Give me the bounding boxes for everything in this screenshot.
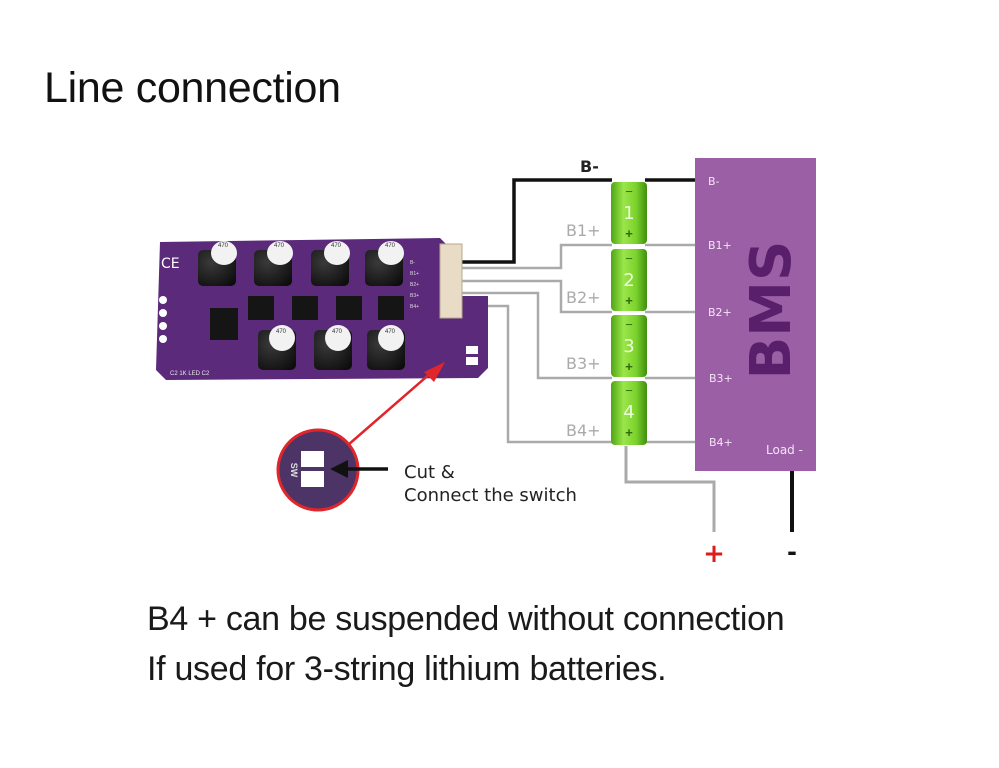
- bms-pin-b2: B2+: [708, 306, 732, 319]
- board-pin-label: B1+: [410, 271, 419, 277]
- tap-label-b4: B4+: [566, 421, 601, 440]
- bms-module: B- B1+ B2+ B3+ B4+ Load - BMS: [695, 158, 816, 471]
- capacitor: 470: [258, 325, 296, 370]
- wire-b2: [462, 279, 612, 314]
- pcb-board: CE 470 470 470 470 470 470 470 B- B1+ B2…: [156, 238, 488, 380]
- page-title: Line connection: [44, 64, 341, 112]
- wire-b3: [462, 291, 612, 380]
- wire-b1: [462, 243, 612, 270]
- board-pin-label: B2+: [410, 282, 419, 288]
- ic-chip: [248, 296, 274, 320]
- board-pin-label: B3+: [410, 293, 419, 299]
- svg-text:470: 470: [276, 329, 287, 335]
- cell-plus-sign: +: [625, 293, 633, 308]
- cell-number: 3: [623, 336, 634, 357]
- output-minus-sign: -: [787, 538, 797, 566]
- battery-cell-1: − 1 +: [611, 182, 647, 244]
- switch-zoom-callout: SW: [276, 428, 360, 512]
- svg-text:470: 470: [385, 243, 396, 249]
- cell-minus-sign: −: [625, 317, 633, 332]
- battery-cell-4: − 4 +: [611, 381, 647, 445]
- battery-stack: − 1 + − 2 + − 3 + − 4 +: [611, 182, 647, 445]
- ic-chip: [336, 296, 362, 320]
- wire-connector: [439, 243, 463, 319]
- board-bottom-silkscreen: C2 1K LED C2: [170, 371, 210, 377]
- callout-red-line: [347, 371, 433, 446]
- bms-load-label: Load -: [766, 443, 803, 457]
- cell-number: 4: [623, 402, 634, 423]
- cell-minus-sign: −: [625, 184, 633, 199]
- battery-cell-3: − 3 +: [611, 315, 647, 377]
- switch-pad: [466, 346, 478, 354]
- test-pads: [159, 296, 167, 343]
- bms-pin-b1: B1+: [708, 239, 732, 252]
- cell-plus-sign: +: [625, 359, 633, 374]
- cell-plus-sign: +: [625, 425, 633, 440]
- capacitor: 470: [314, 325, 352, 370]
- cell-number: 1: [623, 203, 634, 224]
- svg-text:470: 470: [332, 329, 343, 335]
- ce-mark: CE: [161, 256, 180, 272]
- capacitor: 470: [311, 241, 350, 286]
- ic-chip: [378, 296, 404, 320]
- callout-line-2: Connect the switch: [404, 485, 577, 506]
- battery-cell-2: − 2 +: [611, 249, 647, 311]
- callout-line-1: Cut &: [404, 462, 455, 483]
- tap-label-b3: B3+: [566, 354, 601, 373]
- svg-text:470: 470: [331, 243, 342, 249]
- bms-pin-b3: B3+: [709, 372, 733, 385]
- capacitor: 470: [198, 241, 237, 286]
- cell-minus-sign: −: [625, 251, 633, 266]
- callout-black-arrowhead: [330, 460, 348, 478]
- svg-text:470: 470: [385, 329, 396, 335]
- switch-pad: [466, 357, 478, 365]
- capacitor: 470: [254, 241, 293, 286]
- callout-arrowhead: [424, 362, 445, 382]
- cell-plus-sign: +: [625, 226, 633, 241]
- board-pin-label: B-: [410, 260, 415, 266]
- note-line-2: If used for 3-string lithium batteries.: [147, 650, 667, 688]
- bms-pin-b4: B4+: [709, 436, 733, 449]
- note-line-1: B4 + can be suspended without connection: [147, 600, 785, 638]
- tap-label-b2: B2+: [566, 288, 601, 307]
- cell-minus-sign: −: [625, 383, 633, 398]
- ic-chip: [210, 308, 238, 340]
- capacitor: 470: [365, 241, 404, 286]
- top-wire-label: B-: [580, 157, 599, 176]
- zoom-switch-label: SW: [289, 463, 299, 478]
- bms-label: BMS: [739, 241, 804, 380]
- wire-positive-output: [624, 446, 716, 532]
- board-pin-label: B4+: [410, 304, 419, 310]
- tap-label-b1: B1+: [566, 221, 601, 240]
- svg-text:470: 470: [218, 243, 229, 249]
- svg-text:470: 470: [274, 243, 285, 249]
- capacitor: 470: [367, 325, 405, 370]
- cell-number: 2: [623, 270, 634, 291]
- wire-b-minus-board: [462, 178, 612, 264]
- bms-pin-b-minus: B-: [708, 175, 720, 188]
- ic-chip: [292, 296, 318, 320]
- output-plus-sign: +: [703, 539, 725, 569]
